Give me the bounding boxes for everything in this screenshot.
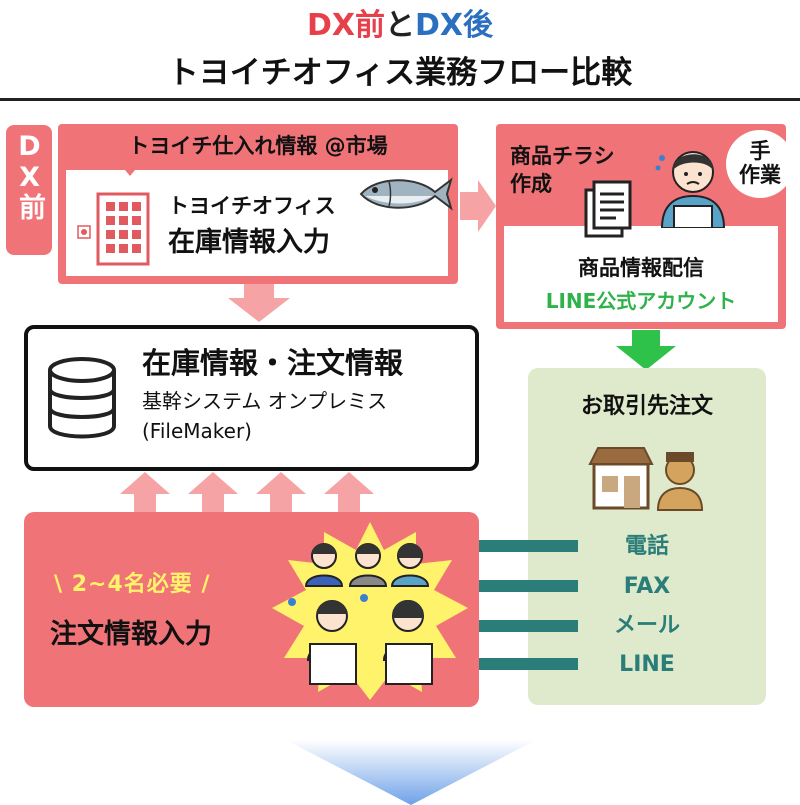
arrow-right-icon: [460, 180, 496, 232]
front-workers: [288, 594, 434, 685]
order-entry-title: 注文情報入力: [50, 619, 212, 650]
green-arrow-down-icon: [616, 330, 676, 370]
back-workers: [304, 543, 430, 587]
staff-needed-badge: \ 2~4名必要 /: [54, 572, 211, 597]
stock-entry-office-name: トヨイチオフィス: [168, 194, 336, 218]
flyer-inner: [504, 226, 778, 322]
customer-icon: [656, 452, 704, 511]
page-title-line1: DX前とDX後: [0, 6, 800, 46]
notch-pointer: [120, 164, 140, 176]
customer-orders-box: [528, 368, 766, 705]
flyer-heading-line1: 商品チラシ: [510, 144, 615, 168]
fish-icon: [359, 177, 453, 211]
office-building-icon: [77, 192, 150, 266]
core-system-product: (FileMaker): [142, 419, 252, 443]
worried-worker-icon: [655, 151, 726, 228]
arrows-up-icon: [120, 472, 374, 512]
flyer-heading: 商品チラシ 作成: [510, 142, 615, 198]
title-conjunction: と: [385, 8, 415, 43]
channel-line: LINE: [619, 652, 675, 677]
busy-workers-icon: [272, 522, 468, 700]
arrows-left-icon: [462, 532, 578, 678]
title-dx-after: DX後: [415, 8, 494, 43]
stock-entry-heading: トヨイチ仕入れ情報 @市場: [128, 134, 388, 158]
stock-entry-title: 在庫情報入力: [168, 227, 330, 258]
manual-badge-line2: 作業: [739, 163, 781, 187]
channel-phone: 電話: [624, 534, 669, 559]
line-official-account-label: LINE公式アカウント: [545, 289, 737, 313]
title-dx-before: DX前: [306, 8, 385, 43]
manual-work-badge: 手 作業: [726, 130, 794, 198]
database-icon: [48, 357, 116, 439]
header-divider: [0, 98, 800, 101]
product-distribution-label: 商品情報配信: [578, 256, 704, 280]
customer-orders-heading: お取引先注文: [580, 394, 713, 419]
shop-and-customer-icon: [588, 447, 704, 511]
transition-arrow-down-icon: [286, 740, 536, 805]
arrow-down-icon: [228, 284, 290, 322]
channel-email: メール: [613, 613, 680, 638]
dx-before-label: DX前: [14, 131, 45, 220]
manual-badge-line1: 手: [749, 139, 771, 163]
document-icon: [584, 180, 632, 238]
staff-needed-label: 2~4名必要: [71, 572, 193, 597]
flyer-heading-line2: 作成: [510, 172, 552, 196]
channel-fax: FAX: [623, 574, 671, 599]
core-system-subtitle: 基幹システム オンプレミス: [142, 389, 388, 413]
dx-before-tag: DX前: [6, 125, 52, 255]
page-title-line2: トヨイチオフィス業務フロー比較: [167, 55, 633, 91]
core-system-title: 在庫情報・注文情報: [142, 346, 404, 380]
shop-icon: [588, 447, 654, 510]
